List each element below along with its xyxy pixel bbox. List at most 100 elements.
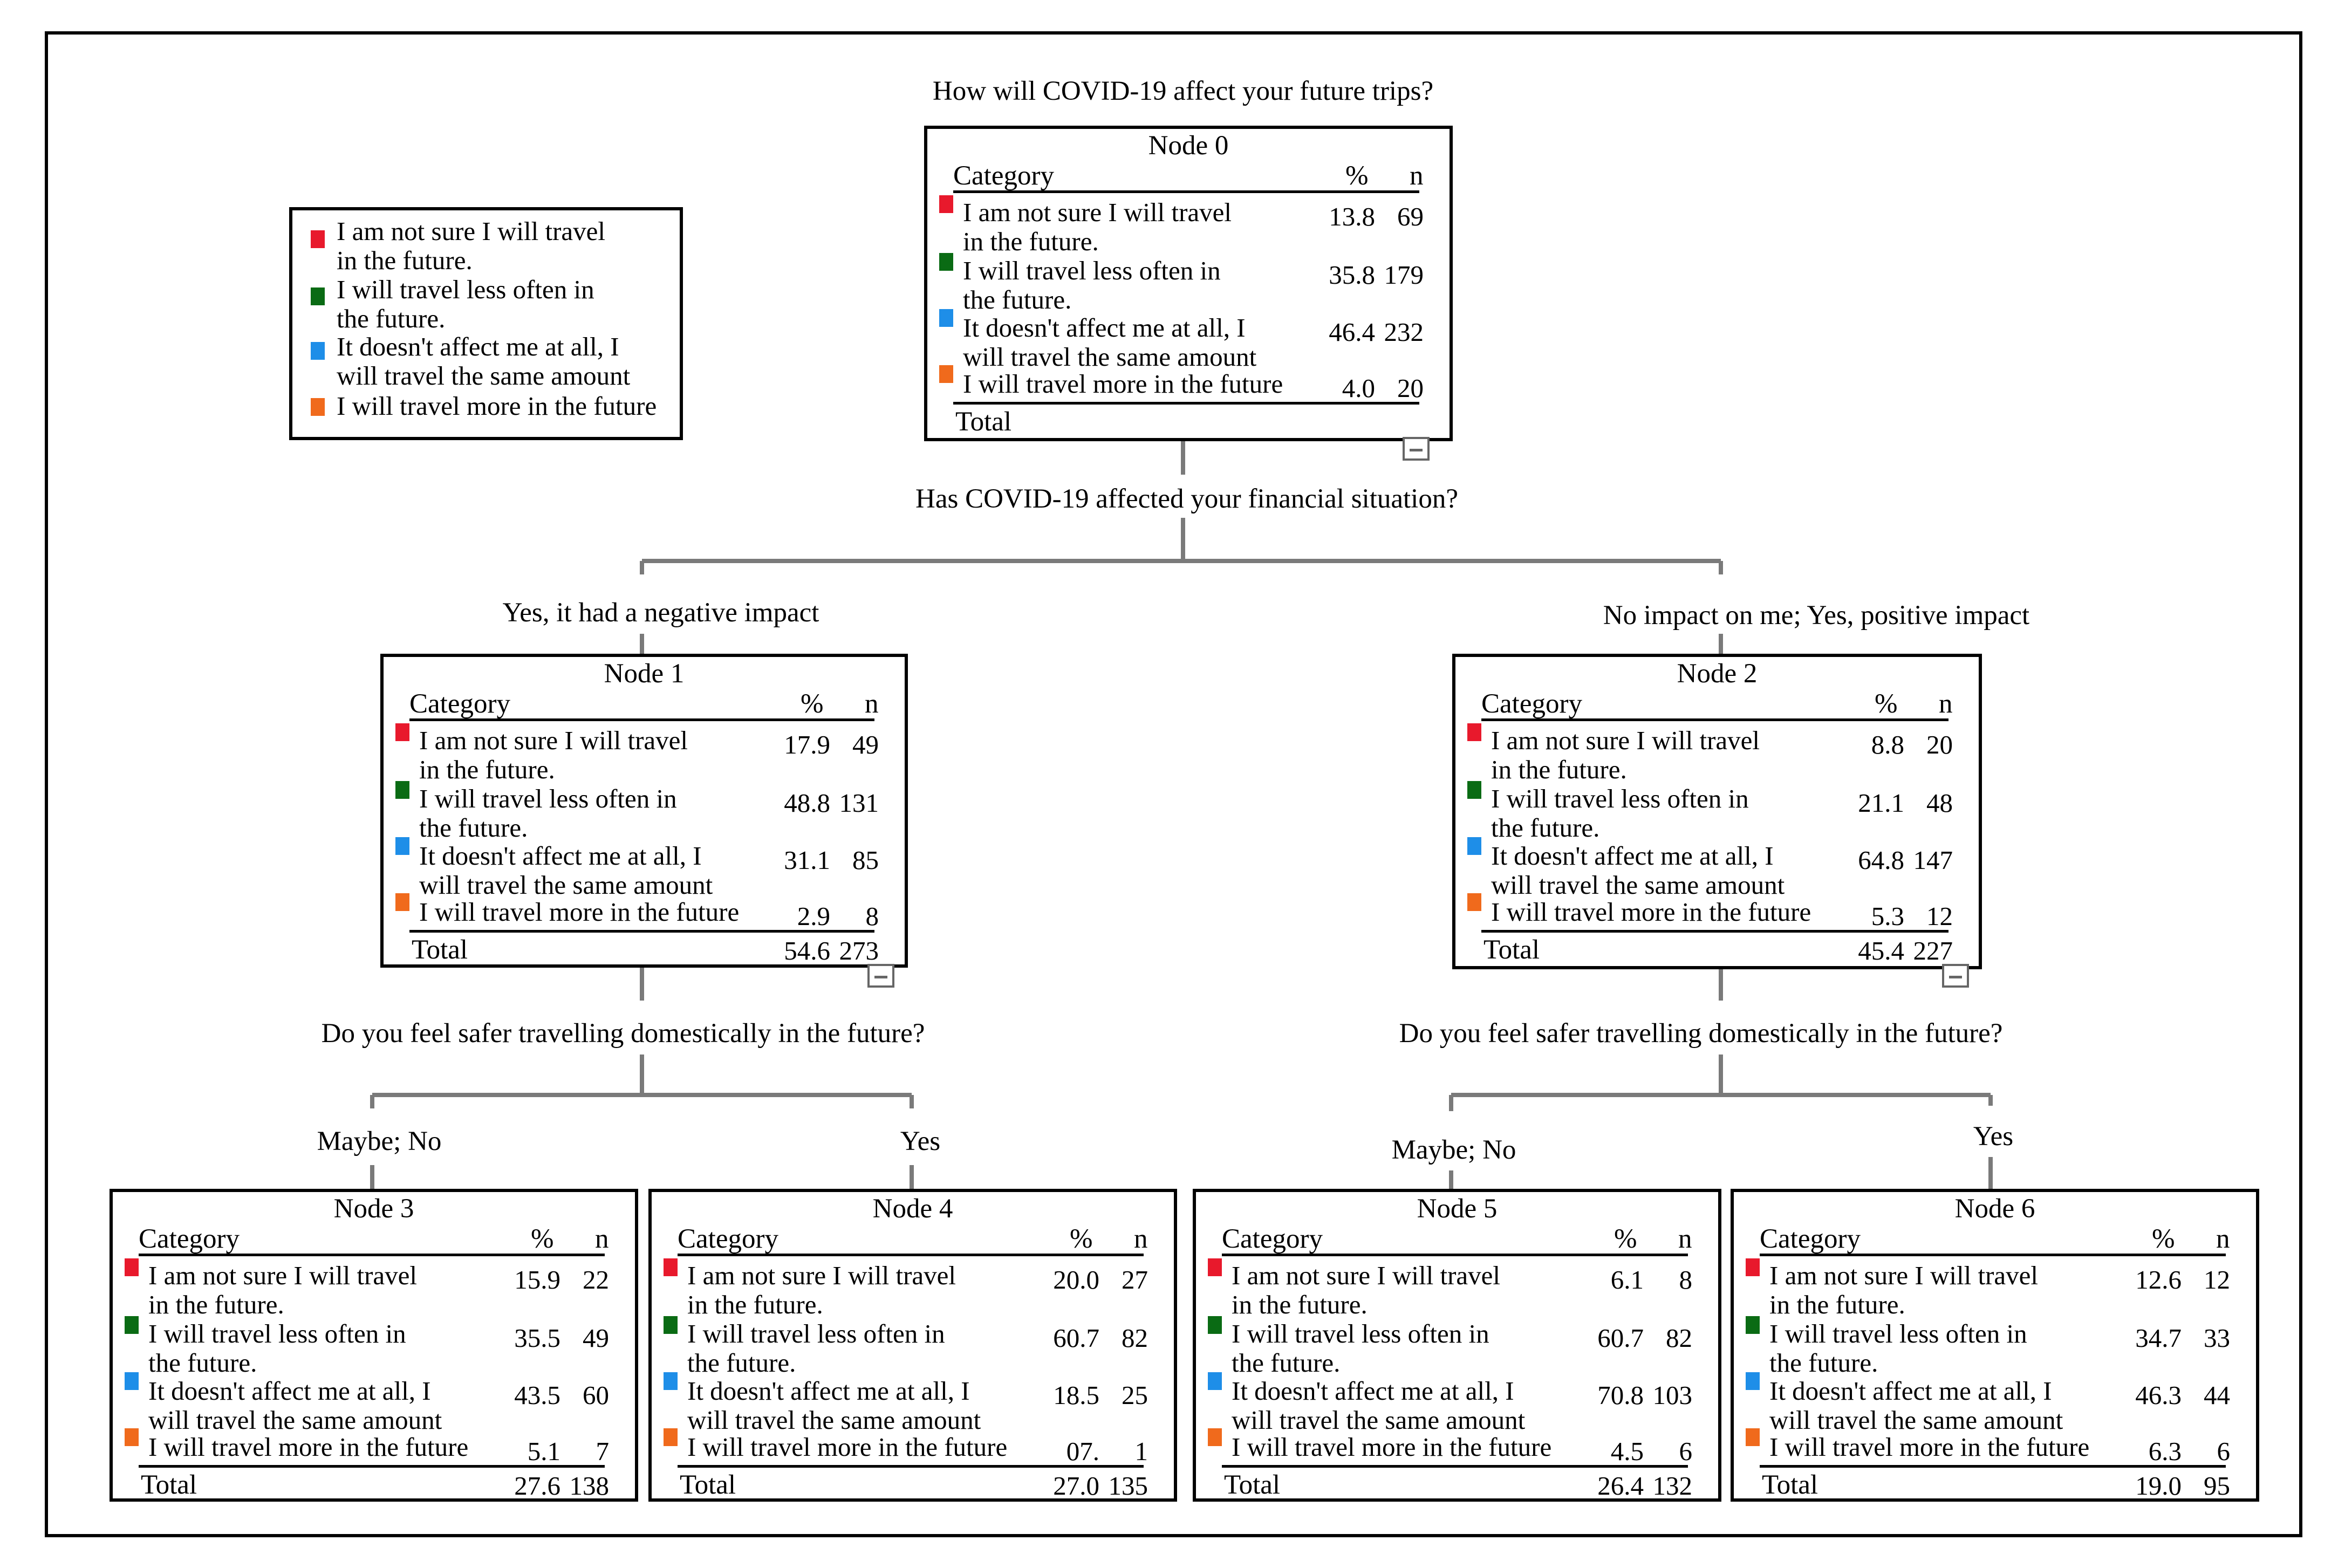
- pct-value: 64.8: [1858, 845, 1904, 875]
- total-label: Total: [1224, 1470, 1281, 1500]
- pct-value: 8.8: [1871, 730, 1904, 759]
- branch-label-node-1: Yes, it had a negative impact: [502, 598, 819, 628]
- pct-value: 48.8: [784, 788, 830, 818]
- legend-label-more: I will travel more in the future: [337, 391, 657, 421]
- category-swatch-not-sure: [395, 723, 409, 741]
- category-swatch-more: [939, 365, 953, 383]
- category-swatch-more: [1746, 1428, 1760, 1446]
- category-label-no-effect: It doesn't affect me at all, I will trav…: [1769, 1376, 2063, 1435]
- legend-swatch-no-effect: [311, 342, 325, 360]
- n-value: 22: [583, 1265, 609, 1295]
- collapse-icon[interactable]: [1942, 964, 1969, 988]
- category-header: Category: [1222, 1224, 1323, 1254]
- node-title: Node 5: [1417, 1194, 1498, 1224]
- branch-label-node-2: No impact on me; Yes, positive impact: [1603, 600, 2030, 631]
- category-label-not-sure: I am not sure I will travel in the futur…: [1769, 1261, 2039, 1319]
- category-header: Category: [409, 689, 510, 719]
- n-value: 20: [1926, 730, 1953, 759]
- n-header: n: [865, 689, 879, 719]
- total-pct: 27.0: [1053, 1471, 1099, 1501]
- category-label-no-effect: It doesn't affect me at all, I will trav…: [963, 313, 1257, 372]
- n-value: 131: [839, 788, 879, 818]
- category-swatch-no-effect: [1467, 837, 1481, 855]
- category-header: Category: [1760, 1224, 1861, 1254]
- pct-value: 60.7: [1053, 1323, 1099, 1353]
- total-label: Total: [412, 935, 468, 965]
- category-label-no-effect: It doesn't affect me at all, I will trav…: [1232, 1376, 1526, 1435]
- total-pct: 26.4: [1597, 1471, 1644, 1501]
- category-label-more: I will travel more in the future: [419, 897, 740, 927]
- pct-value: 18.5: [1053, 1380, 1099, 1410]
- total-pct: 19.0: [2135, 1471, 2182, 1501]
- pct-value: 2.9: [797, 901, 830, 931]
- pct-header: %: [1875, 689, 1898, 719]
- node-title: Node 0: [1148, 131, 1229, 161]
- legend-label-less-often: I will travel less often in the future.: [337, 275, 594, 333]
- category-label-less-often: I will travel less often in the future.: [1491, 784, 1749, 843]
- total-label: Total: [955, 407, 1012, 437]
- category-swatch-more: [664, 1428, 678, 1446]
- category-swatch-less-often: [1746, 1316, 1760, 1334]
- category-swatch-less-often: [939, 253, 953, 271]
- total-rule: [409, 930, 874, 933]
- header-rule: [1222, 1254, 1688, 1256]
- node-title: Node 2: [1677, 659, 1758, 689]
- n-value: 232: [1384, 317, 1424, 347]
- node-title: Node 3: [333, 1194, 414, 1224]
- pct-value: 5.3: [1871, 901, 1904, 931]
- legend-swatch-more: [311, 398, 325, 416]
- total-n: 273: [839, 936, 879, 966]
- category-label-less-often: I will travel less often in the future.: [963, 256, 1221, 314]
- category-swatch-less-often: [1467, 781, 1481, 799]
- legend: I am not sure I will travel in the futur…: [289, 207, 683, 440]
- category-swatch-more: [1467, 893, 1481, 911]
- header-rule: [1481, 718, 1949, 721]
- n-value: 33: [2204, 1323, 2230, 1353]
- pct-header: %: [1614, 1224, 1637, 1254]
- n-value: 8: [865, 901, 879, 931]
- root-question: How will COVID-19 affect your future tri…: [932, 76, 1434, 106]
- category-swatch-less-often: [395, 781, 409, 799]
- pct-value: 5.1: [527, 1436, 560, 1466]
- header-rule: [1760, 1254, 2226, 1256]
- category-label-no-effect: It doesn't affect me at all, I will trav…: [148, 1376, 442, 1435]
- category-label-not-sure: I am not sure I will travel in the futur…: [419, 725, 688, 784]
- category-label-more: I will travel more in the future: [1232, 1432, 1552, 1462]
- total-rule: [139, 1465, 605, 1468]
- category-swatch-no-effect: [664, 1372, 678, 1390]
- total-rule: [1222, 1465, 1688, 1468]
- category-swatch-less-often: [1208, 1316, 1222, 1334]
- pct-header: %: [801, 689, 824, 719]
- pct-value: 4.0: [1342, 373, 1375, 403]
- total-n: 135: [1108, 1471, 1148, 1501]
- n-value: 82: [1666, 1323, 1692, 1353]
- n-value: 147: [1913, 845, 1953, 875]
- category-label-less-often: I will travel less often in the future.: [687, 1319, 945, 1378]
- total-label: Total: [1483, 935, 1540, 965]
- n-value: 82: [1122, 1323, 1148, 1353]
- pct-value: 15.9: [514, 1265, 560, 1295]
- category-label-more: I will travel more in the future: [1491, 897, 1811, 927]
- total-label: Total: [1762, 1470, 1818, 1500]
- n-value: 69: [1397, 202, 1424, 231]
- legend-swatch-less-often: [311, 287, 325, 305]
- category-swatch-less-often: [125, 1316, 139, 1334]
- total-pct: 54.6: [784, 936, 830, 966]
- n-header: n: [1410, 161, 1424, 191]
- pct-value: 43.5: [514, 1380, 560, 1410]
- pct-value: 35.5: [514, 1323, 560, 1353]
- n-value: 25: [1122, 1380, 1148, 1410]
- category-header: Category: [139, 1224, 240, 1254]
- category-label-more: I will travel more in the future: [1769, 1432, 2090, 1462]
- pct-value: 20.0: [1053, 1265, 1099, 1295]
- n-value: 103: [1652, 1380, 1693, 1410]
- category-swatch-no-effect: [125, 1372, 139, 1390]
- category-header: Category: [953, 161, 1054, 191]
- collapse-icon[interactable]: [867, 964, 894, 988]
- collapse-icon[interactable]: [1403, 437, 1430, 461]
